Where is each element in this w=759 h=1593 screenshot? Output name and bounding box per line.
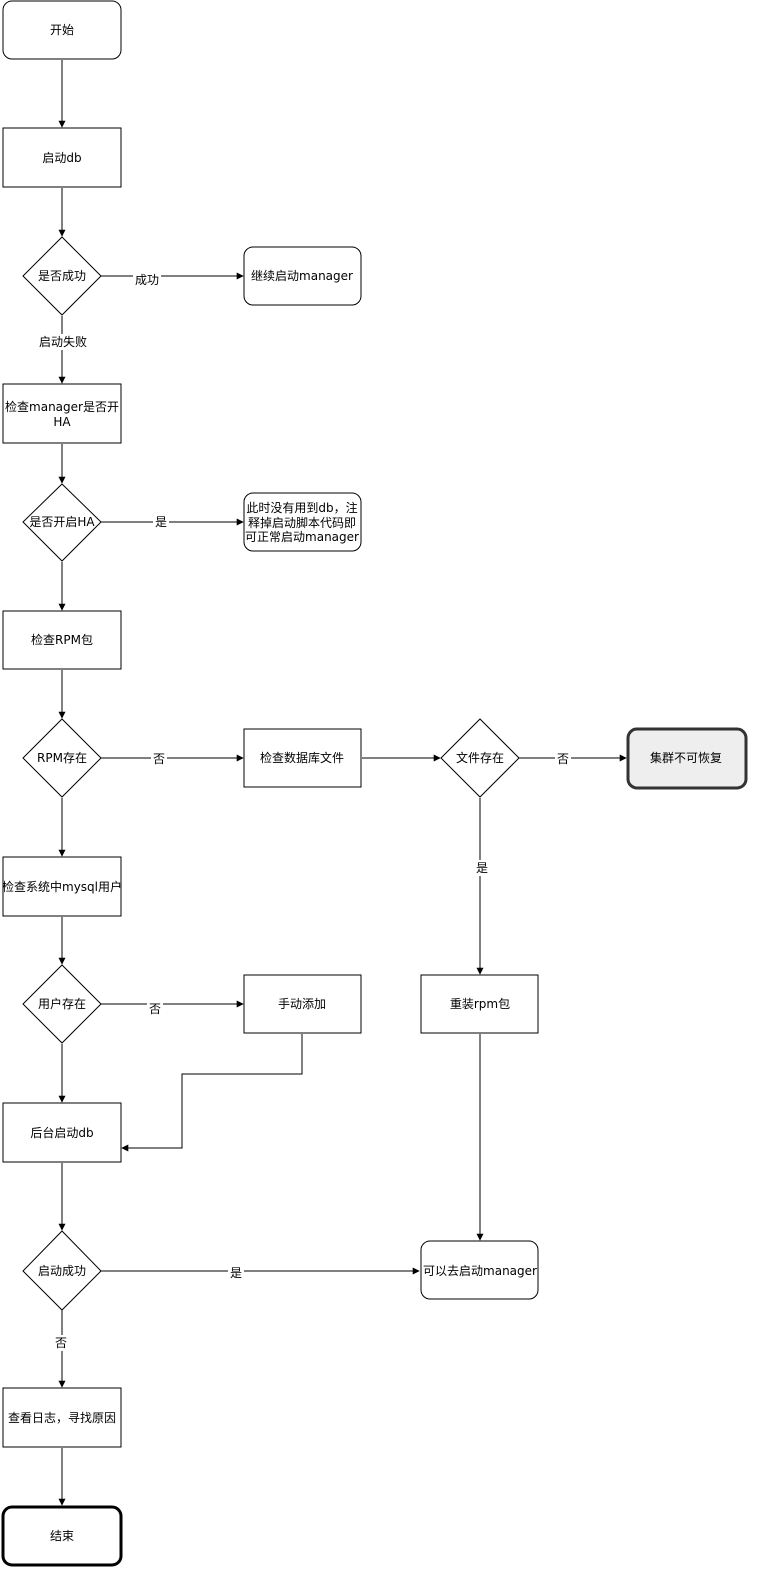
node-is-success-label: 是否成功	[38, 269, 86, 283]
node-check-db-file-label: 检查数据库文件	[260, 750, 344, 765]
edge-label-no-rpm: 否	[153, 752, 165, 766]
node-reinstall-rpm-label: 重装rpm包	[450, 997, 510, 1011]
node-can-start-manager: 可以去启动manager	[420, 1240, 539, 1300]
node-file-exists: 文件存在	[440, 718, 520, 798]
edge-labels: 成功 启动失败 是 否 否 是 否 是 否	[36, 271, 571, 1351]
edge-label-yes-ha: 是	[155, 515, 167, 529]
node-start-success: 启动成功	[22, 1230, 102, 1311]
node-continue-manager-label: 继续启动manager	[251, 269, 353, 283]
node-end-label: 结束	[50, 1529, 74, 1543]
node-check-rpm-label: 检查RPM包	[31, 632, 93, 647]
node-bg-start-db-label: 后台启动db	[30, 1125, 93, 1140]
node-check-mysql-user: 检查系统中mysql用户	[2, 856, 122, 917]
edge-label-yes-file: 是	[476, 861, 488, 875]
node-manual-add: 手动添加	[243, 974, 362, 1034]
node-start-db: 启动db	[2, 127, 122, 188]
node-ha-note: 此时没有用到db，注 释掉启动脚本代码即 可正常启动manager	[243, 492, 362, 552]
node-ha-note-line3: 可正常启动manager	[245, 530, 359, 544]
node-ha-note-line2: 释掉启动脚本代码即	[248, 515, 356, 530]
edge-label-no-file: 否	[557, 752, 569, 766]
node-start-label: 开始	[50, 23, 74, 37]
edges	[58, 60, 627, 1506]
node-reinstall-rpm: 重装rpm包	[420, 974, 539, 1034]
node-check-log: 查看日志，寻找原因	[2, 1387, 122, 1448]
node-ha-note-line1: 此时没有用到db，注	[246, 500, 357, 515]
node-check-log-label: 查看日志，寻找原因	[8, 1411, 116, 1425]
edge-label-no-start: 否	[55, 1336, 67, 1350]
node-check-db-file: 检查数据库文件	[243, 728, 362, 788]
node-check-ha-line2: HA	[53, 415, 71, 429]
edge-label-no-user: 否	[149, 1002, 161, 1016]
node-is-success: 是否成功	[22, 236, 102, 316]
node-end: 结束	[1, 1505, 123, 1567]
node-check-rpm: 检查RPM包	[2, 610, 122, 670]
node-file-exists-label: 文件存在	[456, 750, 504, 765]
node-continue-manager: 继续启动manager	[243, 246, 362, 306]
node-rpm-exists: RPM存在	[22, 718, 102, 798]
node-start-db-label: 启动db	[42, 151, 81, 165]
node-is-ha-label: 是否开启HA	[29, 515, 95, 529]
node-user-exists: 用户存在	[22, 964, 102, 1044]
edge-label-success: 成功	[135, 273, 159, 287]
node-check-ha-line1: 检查manager是否开	[5, 399, 119, 414]
node-user-exists-label: 用户存在	[38, 996, 86, 1011]
edge-label-yes-start: 是	[230, 1266, 242, 1280]
node-check-ha: 检查manager是否开 HA	[2, 383, 122, 444]
node-check-mysql-user-label: 检查系统中mysql用户	[2, 879, 122, 894]
node-start: 开始	[2, 0, 122, 60]
node-unrecoverable: 集群不可恢复	[626, 727, 748, 790]
edge-manualadd-to-bgstart	[121, 1034, 303, 1152]
node-unrecoverable-label: 集群不可恢复	[650, 750, 722, 765]
node-bg-start-db: 后台启动db	[2, 1102, 122, 1163]
edge-label-start-failed: 启动失败	[39, 334, 87, 349]
node-start-success-label: 启动成功	[38, 1264, 86, 1278]
node-can-start-manager-label: 可以去启动manager	[423, 1264, 537, 1278]
node-manual-add-label: 手动添加	[278, 997, 326, 1011]
node-is-ha: 是否开启HA	[22, 483, 102, 562]
node-rpm-exists-label: RPM存在	[37, 751, 87, 765]
